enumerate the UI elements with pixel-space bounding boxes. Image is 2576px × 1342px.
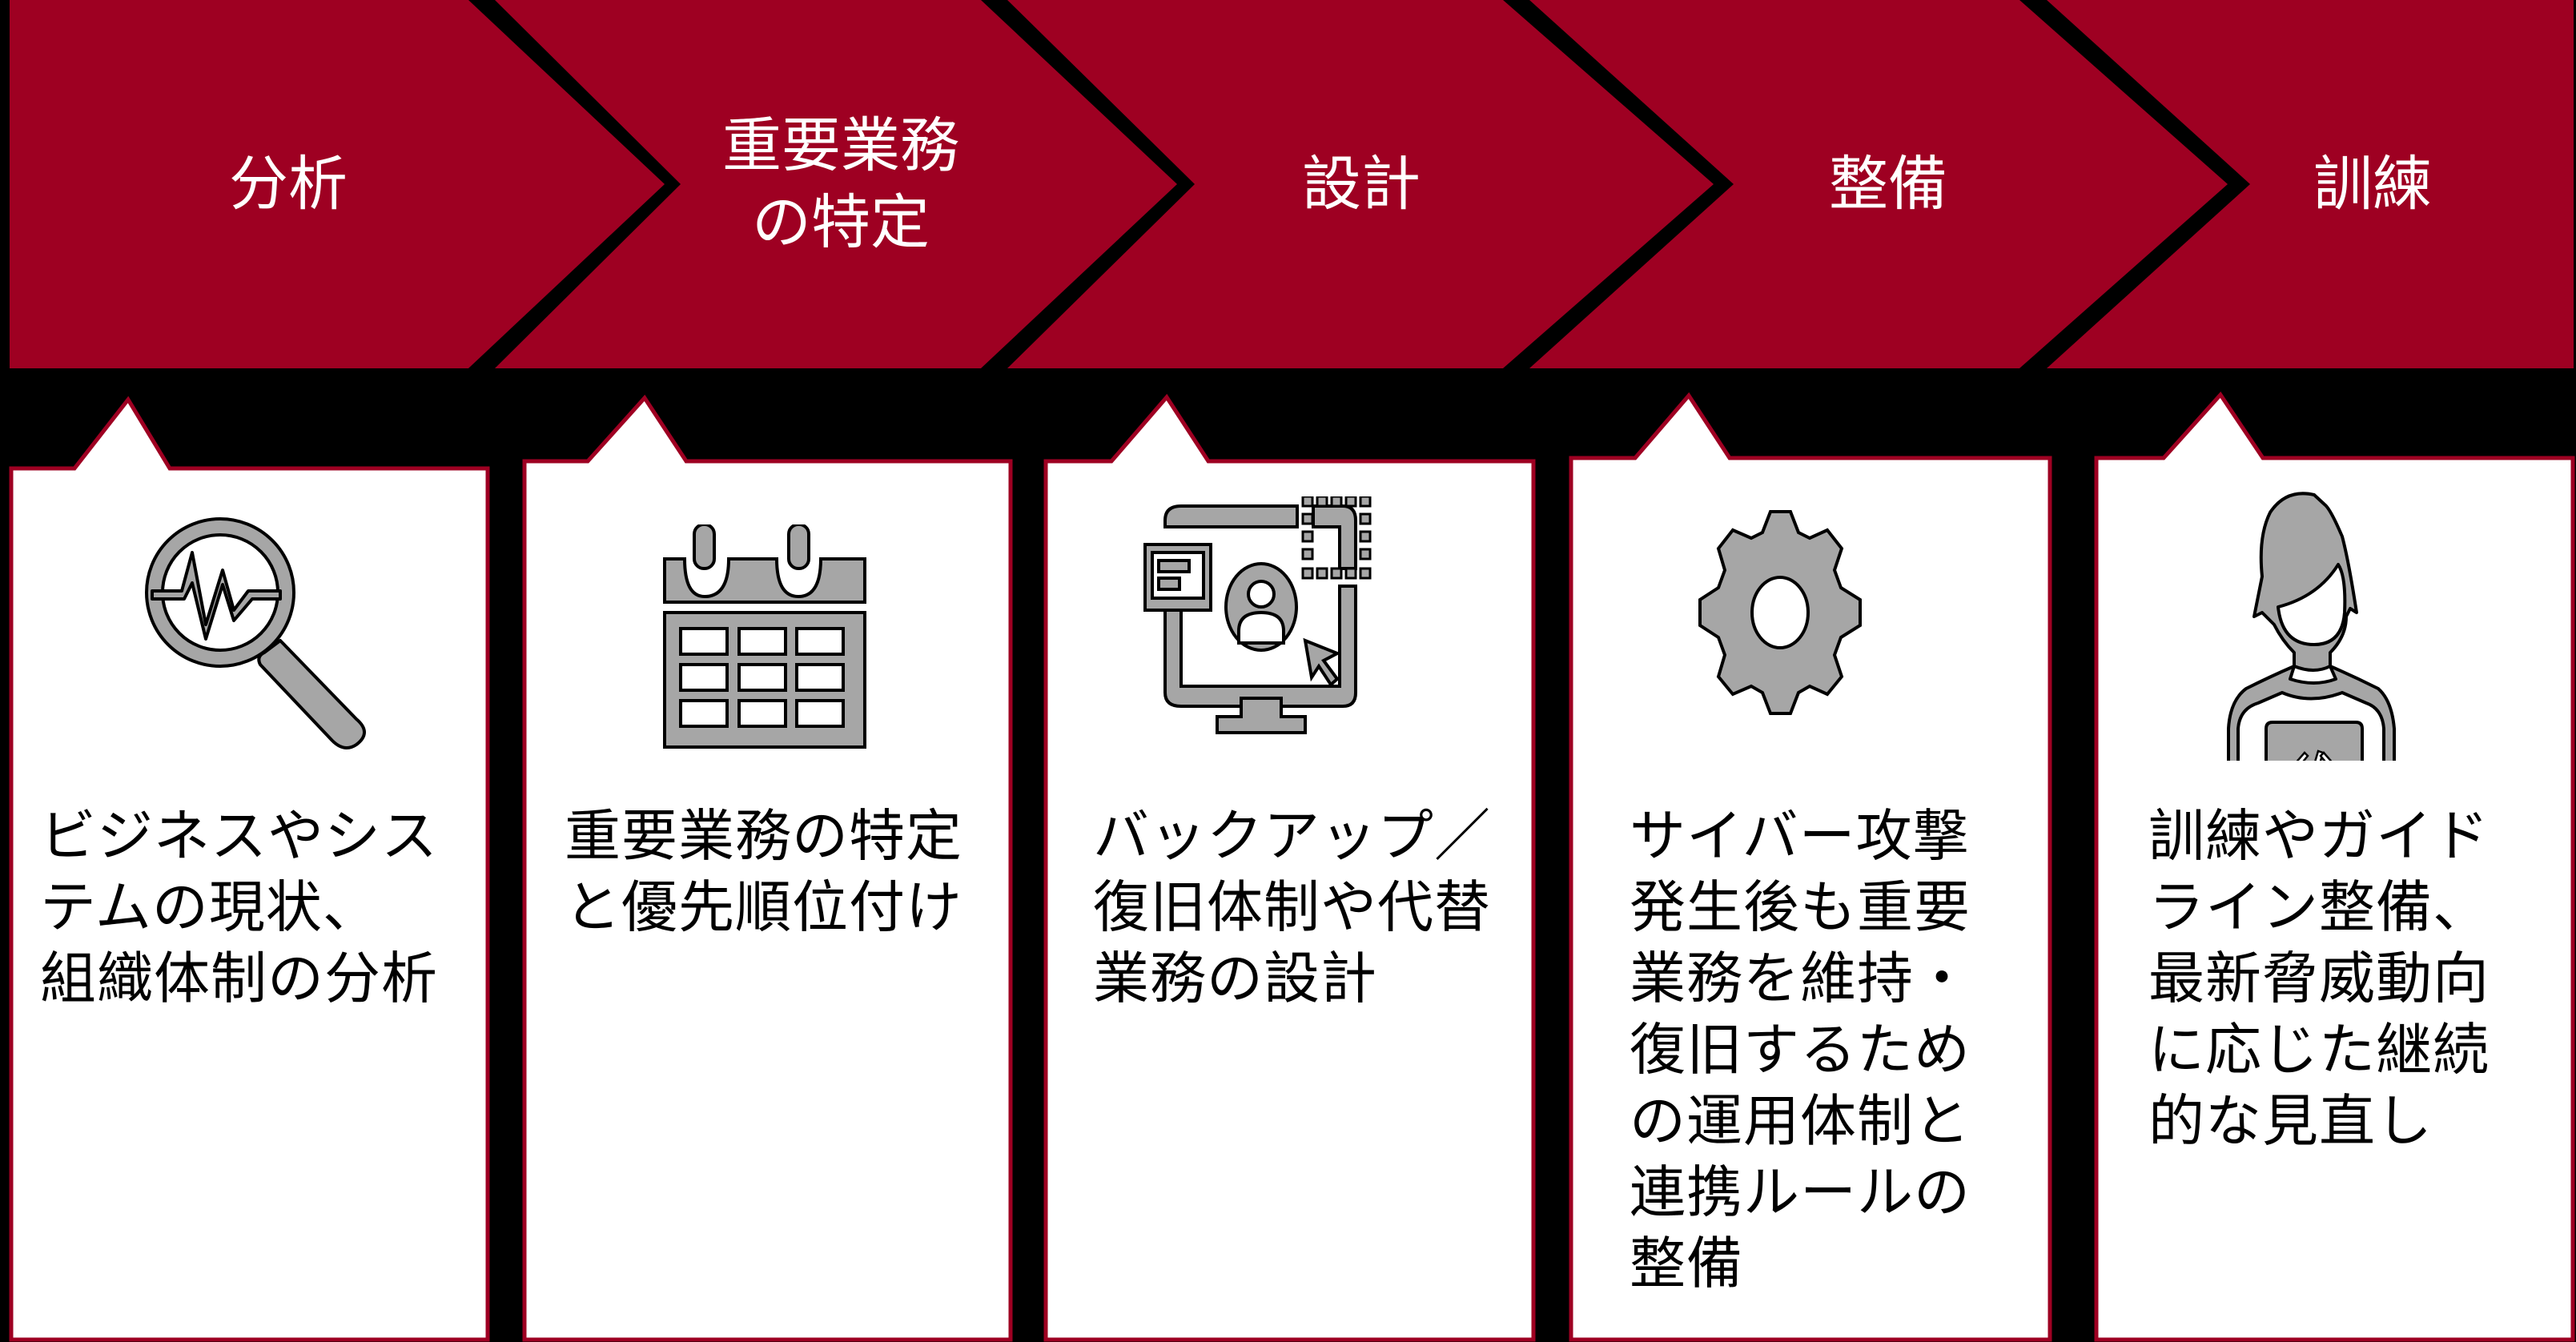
card-5 bbox=[2094, 391, 2575, 1342]
magnifier-pulse-icon bbox=[145, 517, 366, 749]
process-chevron-band bbox=[0, 0, 2576, 376]
card-4 bbox=[1569, 392, 2052, 1342]
chevron-step-2 bbox=[495, 0, 1177, 368]
developer-laptop-icon bbox=[2227, 492, 2396, 761]
chevron-step-5 bbox=[2047, 0, 2574, 368]
step-5-title: 訓練 bbox=[2313, 150, 2432, 219]
chevron-step-1 bbox=[10, 0, 665, 368]
step-4-description: サイバー攻撃 発生後も重要 業務を維持・ 復旧するため の運用体制と 連携ルール… bbox=[1630, 803, 1971, 1296]
step-4-title: 整備 bbox=[1829, 150, 1947, 219]
step-1-title: 分析 bbox=[229, 150, 348, 219]
monitor-design-icon bbox=[1143, 496, 1372, 734]
card-1 bbox=[9, 396, 490, 1342]
calendar-icon bbox=[663, 524, 866, 749]
gear-icon bbox=[1698, 510, 1862, 715]
card-2 bbox=[522, 394, 1013, 1342]
chevron-step-4 bbox=[1529, 0, 2228, 368]
step-2-title: 重要業務 の特定 bbox=[722, 111, 959, 257]
step-1-description: ビジネスやシス テムの現状、 組織体制の分析 bbox=[40, 803, 438, 1011]
step-2-description: 重要業務の特定 と優先順位付け bbox=[565, 803, 962, 940]
step-3-description: バックアップ／ 復旧体制や代替 業務の設計 bbox=[1093, 803, 1491, 1011]
step-3-title: 設計 bbox=[1302, 150, 1421, 219]
chevron-step-3 bbox=[1007, 0, 1714, 368]
step-5-description: 訓練やガイド ライン整備、 最新脅威動向 に応じた継続 的な見直し bbox=[2148, 803, 2490, 1154]
